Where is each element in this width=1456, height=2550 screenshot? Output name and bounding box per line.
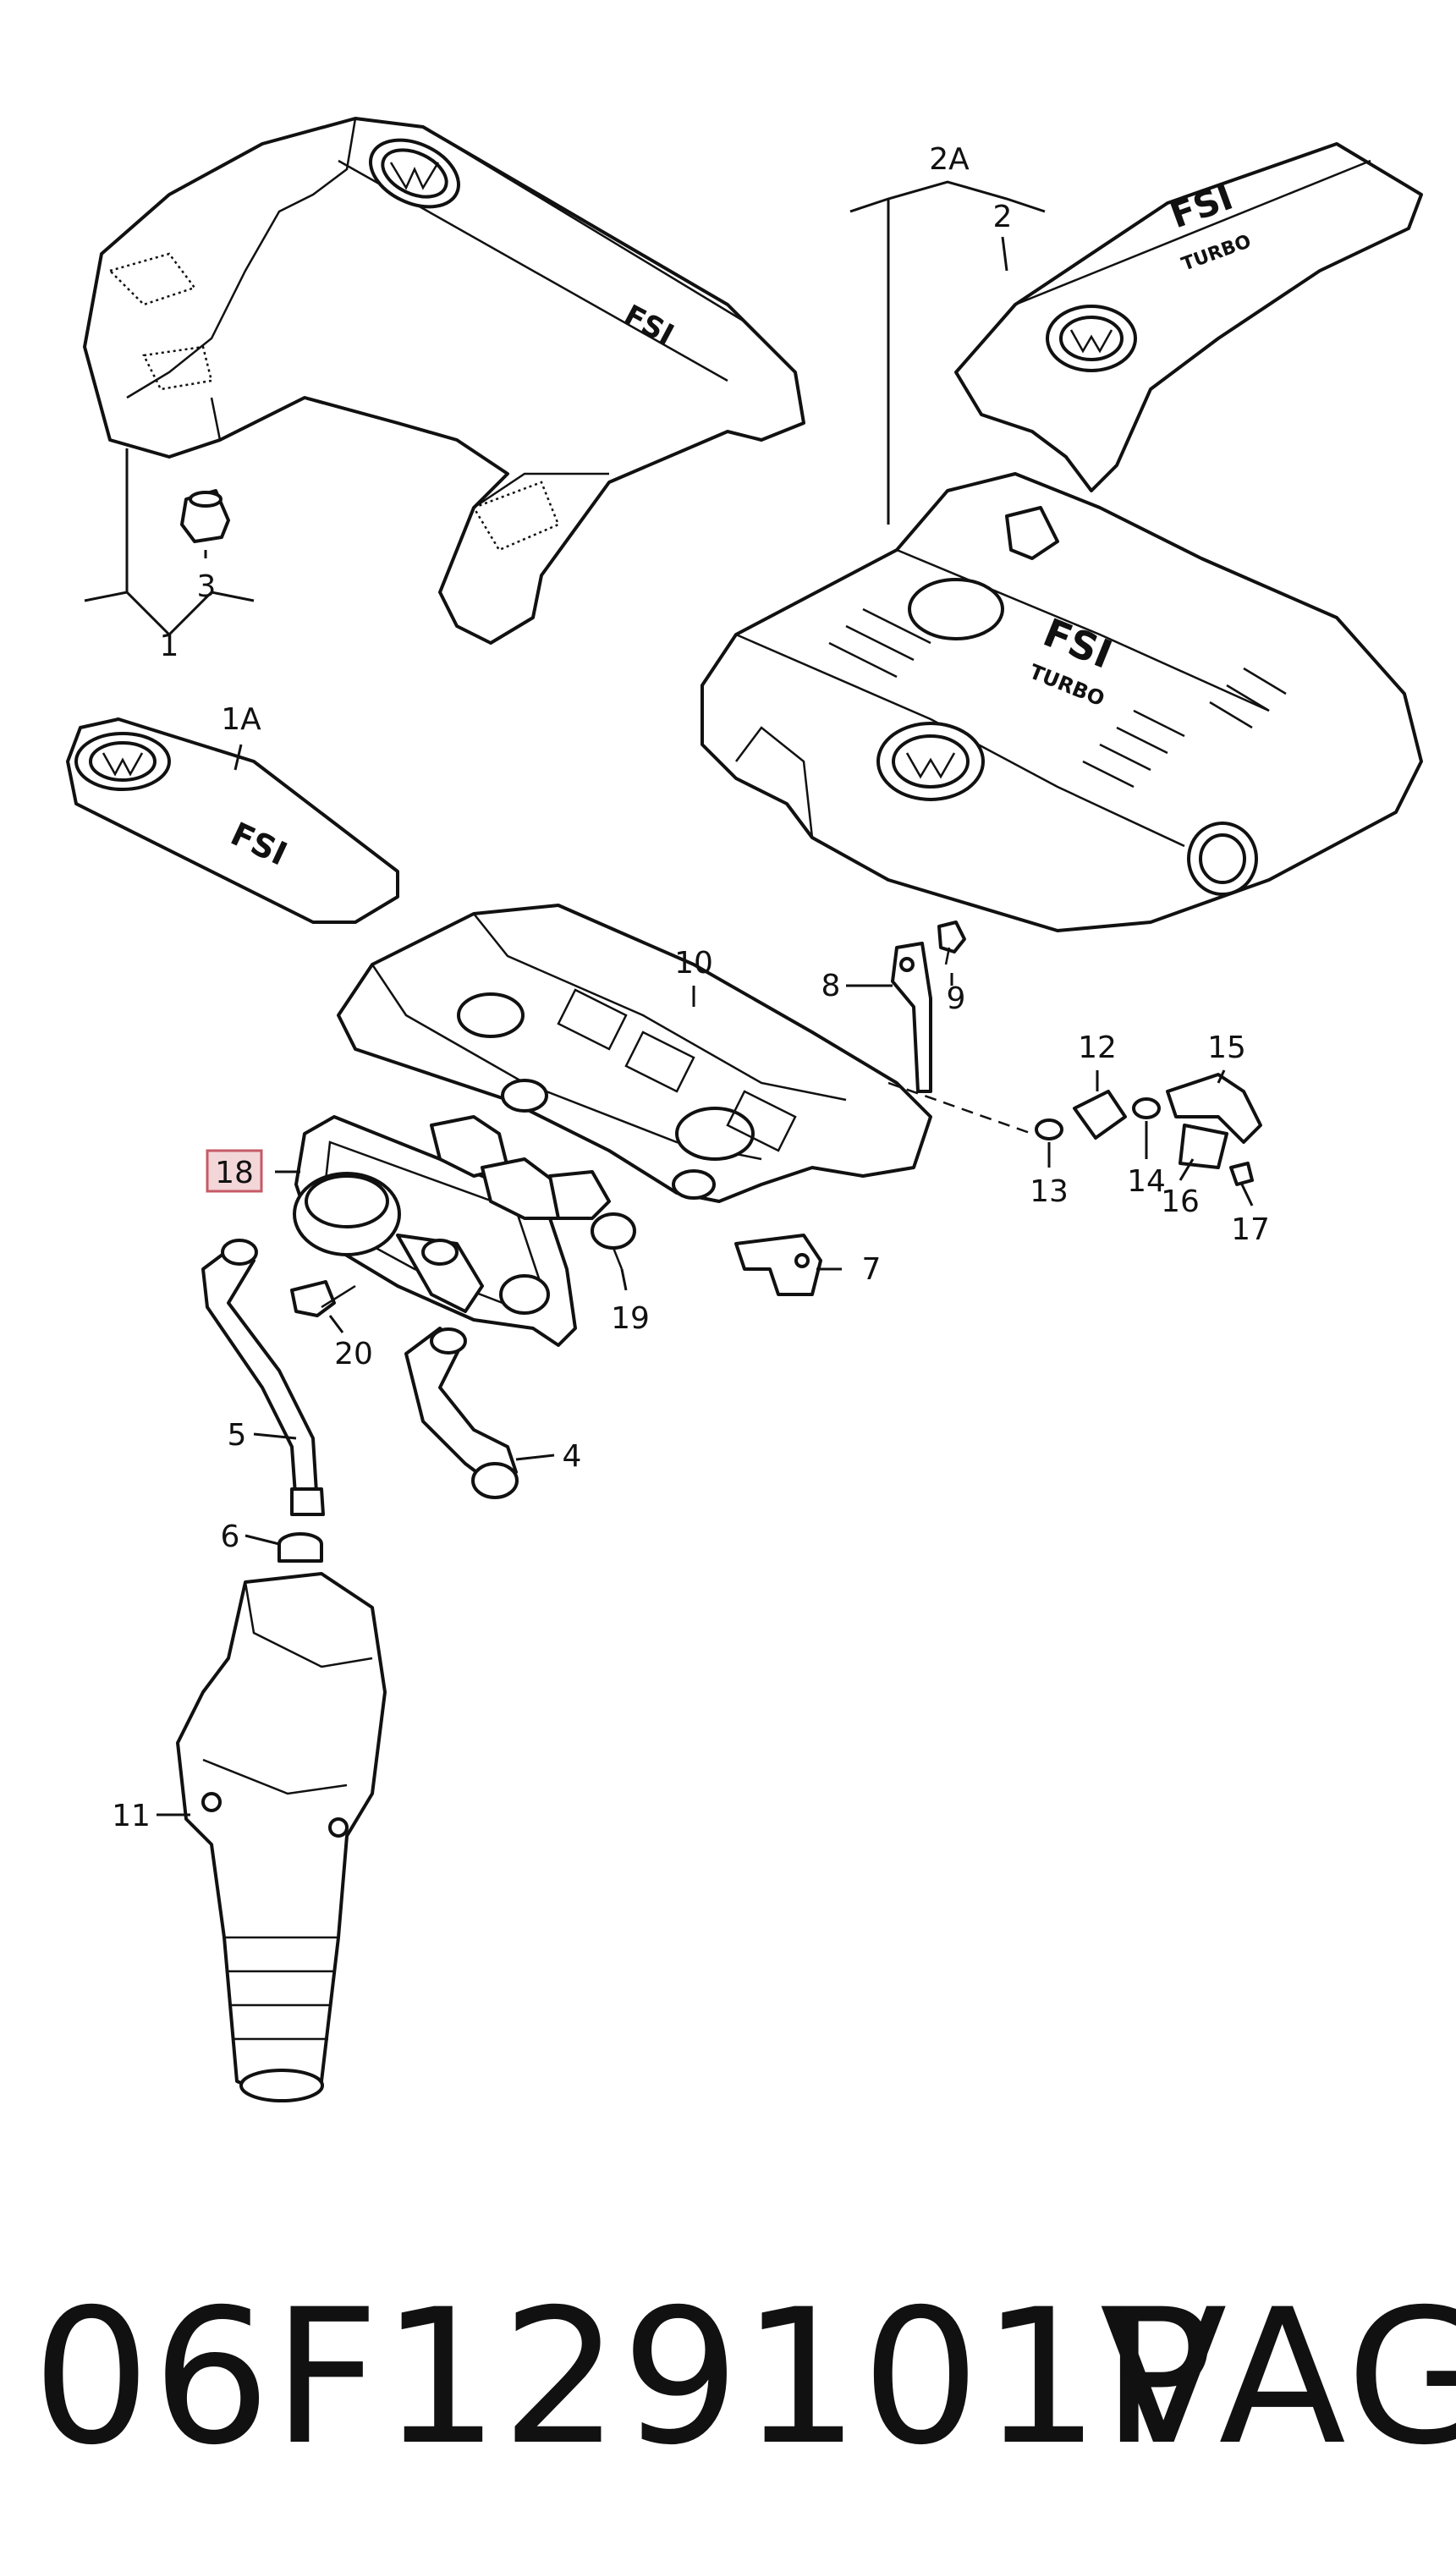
mount-grommet-3 [180,489,230,543]
callout-8: 8 [821,969,841,1003]
engine-cover-1a: FSI [66,717,399,924]
brand-name: VAG [1100,2269,1456,2486]
callout-11: 11 [112,1799,151,1833]
cylinder-head-cover-10 [337,904,932,1203]
bracket-16 [1179,1124,1228,1169]
bolt-20 [290,1280,356,1317]
callout-7: 7 [862,1252,882,1287]
engine-cover-2a: FSI TURBO [701,472,1423,932]
bracket-8 [891,942,932,1093]
bracket-7 [734,1234,822,1296]
callout-20: 20 [334,1337,373,1371]
callout-3: 3 [197,569,217,604]
callout-14: 14 [1127,1164,1166,1199]
callout-9: 9 [947,981,966,1016]
callout-17: 17 [1231,1212,1270,1247]
hose-clamp-13 [1035,1118,1063,1140]
callout-15: 15 [1207,1030,1246,1065]
engine-cover-2: FSI TURBO [954,142,1423,492]
hose-clamp-6 [277,1532,323,1563]
engine-cover-1: FSI [83,117,805,645]
leader-lines [84,180,1254,1816]
breather-hose-4 [404,1327,519,1499]
pcv-connector-12 [1073,1090,1127,1140]
callout-2: 2 [993,200,1013,234]
screw-9 [937,921,966,965]
oil-filter-housing-11 [176,1572,387,2102]
callout-10: 10 [674,946,713,981]
callout-12: 12 [1078,1030,1117,1065]
callout-4: 4 [563,1439,582,1474]
hose-clamp-14 [1132,1097,1161,1119]
callout-13: 13 [1030,1174,1069,1209]
highlight-box-18 [206,1149,263,1193]
callout-1a: 1A [221,702,261,737]
oil-separator-cap [293,1172,550,1315]
callout-labels: 3 1 2A 2 1A 10 8 9 18 19 7 20 5 4 6 11 1… [112,142,1270,1833]
part-number-footer: 06F129101P VAG [0,2276,1456,2479]
seal-19 [430,1115,636,1270]
pipe-15 [1166,1073,1262,1144]
callout-5: 5 [228,1418,247,1453]
breather-hose-5 [201,1239,325,1516]
callout-1: 1 [160,629,179,663]
callout-16: 16 [1161,1184,1200,1219]
callout-2a: 2A [929,142,970,177]
callout-6: 6 [221,1520,240,1554]
bolt-17 [1229,1162,1254,1186]
part-number: 06F129101P [32,2269,1216,2486]
callout-18: 18 [215,1156,254,1190]
callout-19: 19 [611,1301,650,1336]
exploded-parts-diagram: FSI FSI TURBO FSI TURBO [66,117,1423,2102]
